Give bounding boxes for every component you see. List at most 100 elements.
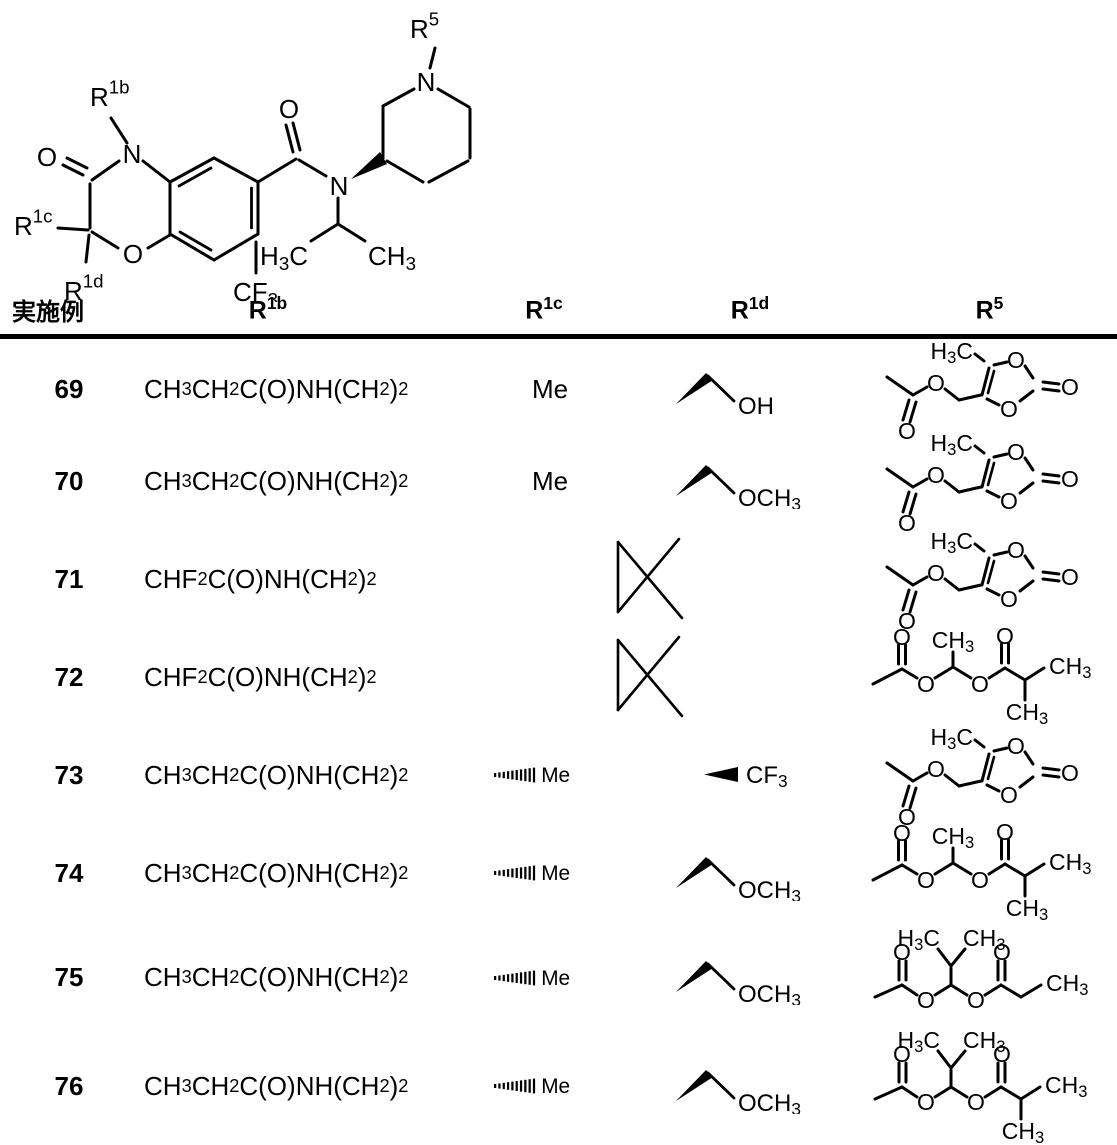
structure-dioxolonylmethyl-ester: OOOOOH3C bbox=[861, 529, 1091, 629]
svg-text:O: O bbox=[996, 823, 1014, 845]
svg-text:O: O bbox=[927, 560, 945, 586]
table-row: 72CHF2C(O)NH(CH2)2OOOOCH3CH3CH3 bbox=[0, 627, 1117, 725]
svg-text:O: O bbox=[37, 142, 57, 172]
svg-text:O: O bbox=[1000, 586, 1018, 612]
svg-text:O: O bbox=[898, 510, 916, 531]
header-r1b: R1b bbox=[78, 293, 458, 325]
table-row: 70CH3CH2C(O)NH(CH2)2MeOCH3OOOOOH3C bbox=[0, 431, 1117, 529]
r1b-formula: CH3CH2C(O)NH(CH2)2 bbox=[110, 466, 490, 497]
hashed-wedge-methyl: Me bbox=[490, 851, 610, 895]
svg-text:CF3: CF3 bbox=[746, 762, 788, 792]
svg-text:O: O bbox=[898, 804, 916, 825]
r1c-hashed-methyl: Me bbox=[490, 1064, 610, 1108]
svg-text:CH3: CH3 bbox=[1046, 970, 1088, 998]
r1b-formula: CH3CH2C(O)NH(CH2)2 bbox=[110, 760, 490, 791]
svg-text:O: O bbox=[893, 1041, 911, 1067]
structure-dioxolonylmethyl-ester: OOOOOH3C bbox=[861, 339, 1091, 439]
svg-text:Me: Me bbox=[541, 1075, 570, 1098]
table-header: 実施例 R1b R1c R1d R5 bbox=[0, 285, 1117, 339]
r1d-group: CF3 bbox=[610, 755, 810, 795]
svg-text:OCH3: OCH3 bbox=[738, 876, 801, 901]
r1c-label: Me bbox=[532, 466, 568, 497]
table-row: 76CH3CH2C(O)NH(CH2)2MeOCH3H3CCH3OOOOCH3C… bbox=[0, 1027, 1117, 1139]
svg-text:O: O bbox=[1061, 760, 1079, 786]
main-structure: NOOR1bR1cR1dCF3ONH3CCH3NR5 bbox=[6, 2, 476, 302]
svg-text:O: O bbox=[1007, 347, 1025, 373]
svg-text:O: O bbox=[1061, 374, 1079, 400]
r5-structure-ae_isobutyrate: OOOOCH3CH3CH3 bbox=[822, 823, 1117, 923]
r5-structure-dioxolone: OOOOOH3C bbox=[822, 431, 1117, 531]
svg-text:Me: Me bbox=[541, 764, 570, 787]
svg-text:O: O bbox=[927, 756, 945, 782]
svg-text:O: O bbox=[967, 987, 985, 1013]
header-r1d: R1d bbox=[650, 293, 850, 325]
svg-text:N: N bbox=[417, 67, 436, 97]
svg-text:O: O bbox=[123, 239, 143, 269]
svg-text:H3C: H3C bbox=[930, 725, 972, 752]
r1c-label: Me bbox=[532, 374, 568, 405]
r1c-hashed-methyl: Me bbox=[490, 753, 610, 797]
svg-text:O: O bbox=[996, 627, 1014, 649]
structure-acetoxyethyl-isobutyrate: OOOOCH3CH3CH3 bbox=[847, 823, 1105, 923]
wedge-bond-group: OCH3 bbox=[672, 454, 812, 509]
svg-text:O: O bbox=[967, 1089, 985, 1115]
r1b-formula: CH3CH2C(O)NH(CH2)2 bbox=[110, 962, 490, 993]
hashed-wedge-methyl: Me bbox=[490, 753, 610, 797]
svg-text:O: O bbox=[1007, 537, 1025, 563]
example-number: 73 bbox=[14, 760, 124, 791]
svg-text:O: O bbox=[893, 823, 911, 846]
svg-text:O: O bbox=[917, 1089, 935, 1115]
svg-text:O: O bbox=[1061, 466, 1079, 492]
wedge-bond-group: OH bbox=[672, 362, 812, 417]
svg-text:CH3: CH3 bbox=[368, 241, 416, 273]
r5-structure-dioxolone: OOOOOH3C bbox=[822, 529, 1117, 629]
wedge-bond-group: OCH3 bbox=[672, 846, 812, 901]
svg-text:O: O bbox=[1007, 439, 1025, 465]
svg-text:CH3: CH3 bbox=[1045, 1072, 1087, 1100]
svg-text:OH: OH bbox=[738, 392, 774, 417]
svg-text:CH3: CH3 bbox=[1005, 895, 1047, 923]
svg-text:CH3: CH3 bbox=[1005, 699, 1047, 727]
svg-text:CH3: CH3 bbox=[931, 627, 973, 655]
svg-text:O: O bbox=[927, 370, 945, 396]
structure-dioxolonylmethyl-ester: OOOOOH3C bbox=[861, 431, 1091, 531]
r5-structure-ipr_isobutyrate: H3CCH3OOOOCH3CH3 bbox=[822, 1027, 1117, 1145]
svg-text:O: O bbox=[893, 627, 911, 650]
r5-structure-dioxolone: OOOOOH3C bbox=[822, 725, 1117, 825]
example-number: 71 bbox=[14, 564, 124, 595]
r1cd-spiro-cyclopropane bbox=[490, 633, 810, 721]
svg-text:R5: R5 bbox=[410, 8, 439, 44]
example-number: 72 bbox=[14, 662, 124, 693]
table-row: 73CH3CH2C(O)NH(CH2)2MeCF3OOOOOH3C bbox=[0, 725, 1117, 821]
svg-text:CH3: CH3 bbox=[1049, 849, 1091, 877]
svg-text:Me: Me bbox=[541, 966, 570, 989]
svg-text:O: O bbox=[279, 94, 299, 124]
svg-text:O: O bbox=[917, 867, 935, 893]
r1b-formula: CH3CH2C(O)NH(CH2)2 bbox=[110, 374, 490, 405]
r1b-formula: CHF2C(O)NH(CH2)2 bbox=[110, 662, 490, 693]
hashed-wedge-methyl: Me bbox=[490, 1064, 610, 1108]
r1d-group: OH bbox=[610, 362, 810, 417]
svg-text:H3C: H3C bbox=[930, 529, 972, 556]
spiro-cyclopropane bbox=[613, 535, 687, 623]
hashed-wedge-methyl: Me bbox=[490, 956, 610, 1000]
r1d-group: OCH3 bbox=[610, 1059, 810, 1114]
example-number: 69 bbox=[14, 374, 124, 405]
svg-text:CH3: CH3 bbox=[1001, 1118, 1043, 1145]
svg-text:O: O bbox=[917, 987, 935, 1013]
wedge-bond-group: OCH3 bbox=[672, 1059, 812, 1114]
svg-text:O: O bbox=[971, 867, 989, 893]
main-structure-drawing: NOOR1bR1cR1dCF3ONH3CCH3NR5 bbox=[6, 2, 476, 302]
table-row: 75CH3CH2C(O)NH(CH2)2MeOCH3H3CCH3OOOOCH3 bbox=[0, 925, 1117, 1027]
svg-text:O: O bbox=[917, 671, 935, 697]
svg-text:O: O bbox=[971, 671, 989, 697]
svg-text:N: N bbox=[330, 171, 349, 201]
header-r5: R5 bbox=[836, 293, 1117, 325]
spiro-cyclopropane bbox=[613, 633, 687, 721]
svg-text:R1c: R1c bbox=[14, 205, 53, 241]
r1d-group: OCH3 bbox=[610, 454, 810, 509]
structure-dioxolonylmethyl-ester: OOOOOH3C bbox=[861, 725, 1091, 825]
r1c-hashed-methyl: Me bbox=[490, 956, 610, 1000]
r5-structure-dioxolone: OOOOOH3C bbox=[822, 339, 1117, 439]
